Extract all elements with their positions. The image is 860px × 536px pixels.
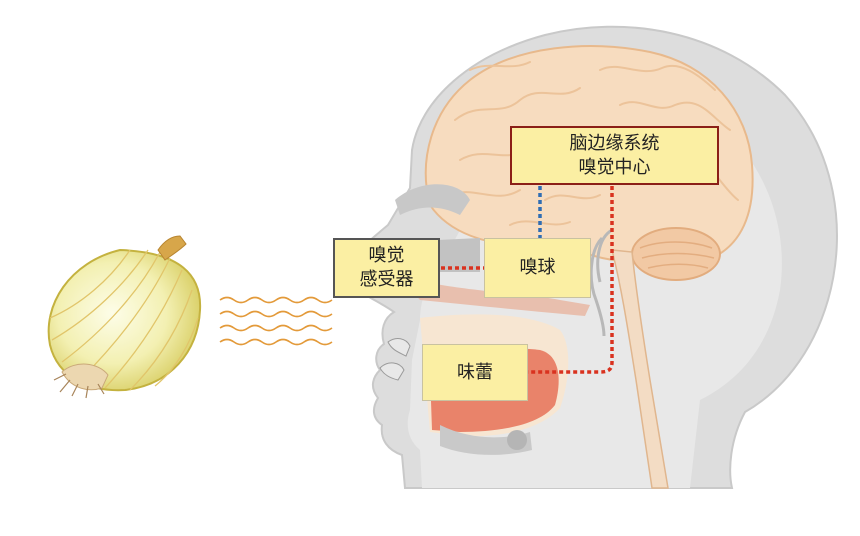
limbic-label-line2: 嗅觉中心 — [578, 156, 651, 178]
olfactory-bulb-label: 嗅球 — [484, 238, 591, 298]
taste-buds-text: 味蕾 — [457, 361, 493, 383]
limbic-system-label: 脑边缘系统 嗅觉中心 — [510, 126, 719, 185]
receptor-label-line2: 感受器 — [359, 269, 414, 290]
onion-illustration — [47, 235, 202, 399]
odor-waves — [219, 296, 333, 346]
limbic-label-line1: 脑边缘系统 — [569, 132, 660, 154]
olfactory-bulb-text: 嗅球 — [519, 257, 556, 278]
olfactory-receptor-label: 嗅觉 感受器 — [333, 238, 440, 298]
ear — [589, 228, 613, 337]
connector-taste-to-limbic — [528, 186, 614, 374]
receptor-label-line1: 嗅觉 — [368, 245, 405, 266]
connectors — [441, 186, 614, 374]
brainstem-spinal-cord — [611, 249, 669, 489]
taste-buds-label: 味蕾 — [422, 344, 528, 401]
